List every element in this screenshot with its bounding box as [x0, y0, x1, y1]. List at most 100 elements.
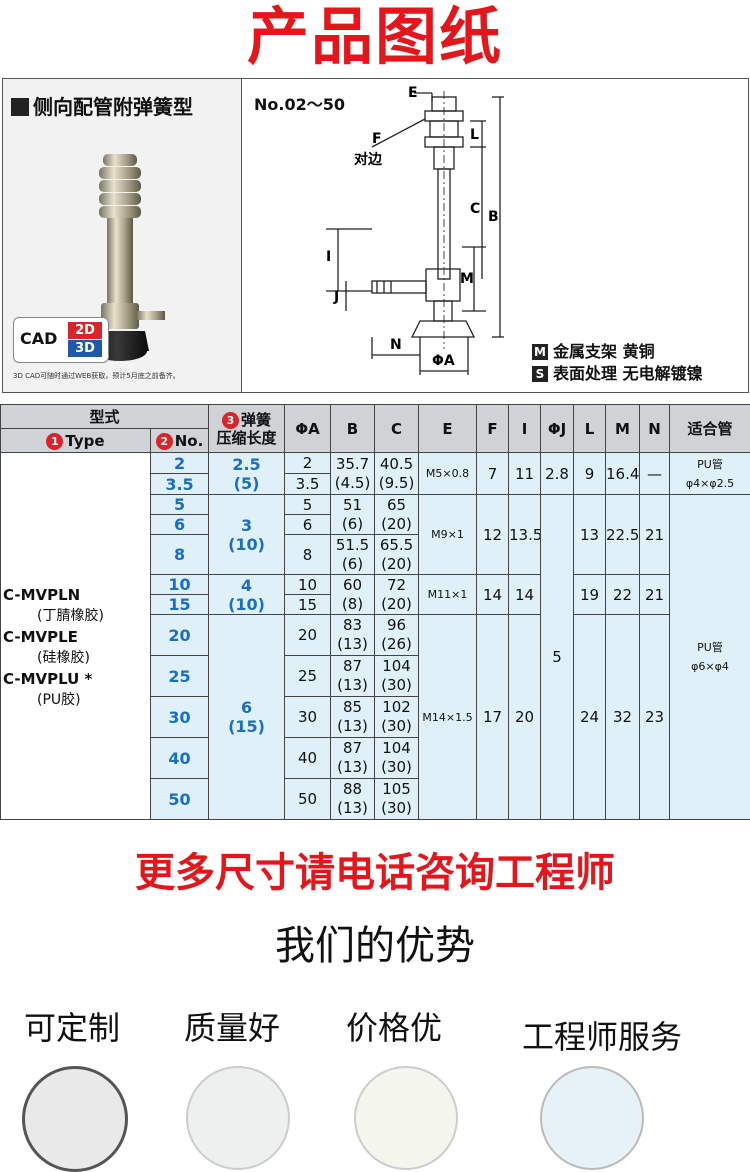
product-name: 侧向配管附弹簧型	[11, 91, 193, 120]
header-M: M	[605, 404, 641, 453]
table-cell-I: 11	[508, 452, 542, 495]
table-cell-E: M5×0.8	[418, 452, 478, 495]
table-cell-E: M9×1	[418, 494, 478, 575]
table-cell-N: —	[639, 452, 671, 495]
label-F: F	[372, 131, 382, 147]
quality-part-icon	[186, 1066, 290, 1170]
feature-quality: 质量好	[184, 1009, 281, 1047]
label-I: I	[326, 249, 332, 265]
table-cell-no: 10	[149, 574, 210, 595]
table-cell-B: 83(13)	[330, 614, 376, 656]
table-cell-F: 14	[476, 574, 510, 615]
table-cell-C: 40.5(9.5)	[374, 452, 420, 495]
table-cell-M: 22.5	[605, 494, 641, 575]
engineer-icon	[540, 1066, 644, 1170]
type-nbr: C-MVPLN(丁腈橡胶)	[3, 586, 104, 624]
table-cell-C: 104(30)	[374, 737, 420, 779]
dimension-drawing	[326, 91, 504, 375]
header-F: F	[476, 404, 510, 453]
table-cell-no: 6	[149, 514, 210, 535]
table-cell-A: 30	[284, 696, 332, 738]
type-pu: C-MVPLU *(PU胶)	[3, 670, 93, 708]
table-cell-I: 13.5	[508, 494, 542, 575]
type-cell: C-MVPLN(丁腈橡胶) C-MVPLE(硅橡胶) C-MVPLU *(PU胶…	[0, 452, 151, 820]
spring-cell: 6(15)	[208, 614, 286, 820]
cad-note: 3D CAD可随时通过WEB获取，预计5月底之前备齐。	[13, 372, 180, 380]
product-photo	[91, 154, 165, 361]
table-cell-no: 25	[149, 655, 210, 697]
table-cell-A: 15	[284, 594, 332, 615]
table-cell-E: M14×1.5	[418, 614, 478, 820]
table-cell-no: 50	[149, 778, 210, 820]
table-cell-N: 21	[639, 494, 671, 575]
table-cell-C: 65(20)	[374, 494, 420, 535]
table-cell-B: 35.7(4.5)	[330, 452, 376, 495]
table-cell-M: 32	[605, 614, 641, 820]
feature-engineer-service: 工程师服务	[522, 1018, 683, 1056]
table-cell-A: 3.5	[284, 473, 332, 495]
label-B: B	[488, 209, 499, 225]
product-figure: 侧向配管附弹簧型 CAD 2D 3D	[2, 78, 749, 393]
header-N: N	[639, 404, 671, 453]
table-cell-J: 2.8	[540, 452, 575, 495]
table-cell-C: 65.5(20)	[374, 534, 420, 575]
label-C: C	[470, 201, 481, 217]
type-group-header: 型式	[0, 404, 210, 429]
table-cell-A: 10	[284, 574, 332, 595]
label-N: N	[390, 337, 402, 353]
label-E: E	[408, 85, 418, 101]
table-cell-B: 87(13)	[330, 655, 376, 697]
table-cell-N: 21	[639, 574, 671, 615]
header-J: ΦJ	[540, 404, 575, 453]
header-L: L	[573, 404, 607, 453]
header-I: I	[508, 404, 542, 453]
table-cell-B: 51.5(6)	[330, 534, 376, 575]
label-J: J	[334, 289, 340, 305]
feature-customizable: 可定制	[24, 1009, 121, 1047]
table-cell-C: 104(30)	[374, 655, 420, 697]
spring-cell: 2.5(5)	[208, 452, 286, 495]
table-cell-B: 51(6)	[330, 494, 376, 535]
product-photo-panel: 侧向配管附弹簧型 CAD 2D 3D	[3, 79, 242, 392]
spring-cell: 4(10)	[208, 574, 286, 615]
spring-cell: 3(10)	[208, 494, 286, 575]
table-cell-F: 17	[476, 614, 510, 820]
cad-badge: CAD 2D 3D	[13, 317, 109, 363]
table-cell-L: 9	[573, 452, 607, 495]
table-cell-no: 8	[149, 534, 210, 575]
label-L: L	[470, 127, 479, 143]
table-cell-A: 20	[284, 614, 332, 656]
table-cell-C: 102(30)	[374, 696, 420, 738]
size-range-label: No.02～50	[254, 95, 345, 114]
table-cell-M: 22	[605, 574, 641, 615]
more-sizes-notice: 更多尺寸请电话咨询工程师	[135, 850, 615, 896]
table-cell-no: 20	[149, 614, 210, 656]
table-cell-J-main: 5	[540, 494, 575, 820]
table-cell-A: 2	[284, 452, 332, 474]
table-cell-A: 40	[284, 737, 332, 779]
technical-drawing: No.02～50	[242, 79, 748, 392]
table-cell-I: 14	[508, 574, 542, 615]
table-cell-A: 8	[284, 534, 332, 575]
table-cell-E: M11×1	[418, 574, 478, 615]
table-cell-B: 87(13)	[330, 737, 376, 779]
table-cell-L: 19	[573, 574, 607, 615]
table-cell-L: 13	[573, 494, 607, 575]
table-cell-C: 96(26)	[374, 614, 420, 656]
table-cell-B: 85(13)	[330, 696, 376, 738]
table-cell-no: 5	[149, 494, 210, 515]
table-cell-C: 72(20)	[374, 574, 420, 615]
header-B: B	[330, 404, 376, 453]
wrench-icon	[22, 1066, 128, 1172]
type-silicone: C-MVPLE(硅橡胶)	[3, 628, 90, 666]
table-cell-no: 15	[149, 594, 210, 615]
header-pipe: 适合管	[669, 404, 750, 453]
table-cell-A: 6	[284, 514, 332, 535]
